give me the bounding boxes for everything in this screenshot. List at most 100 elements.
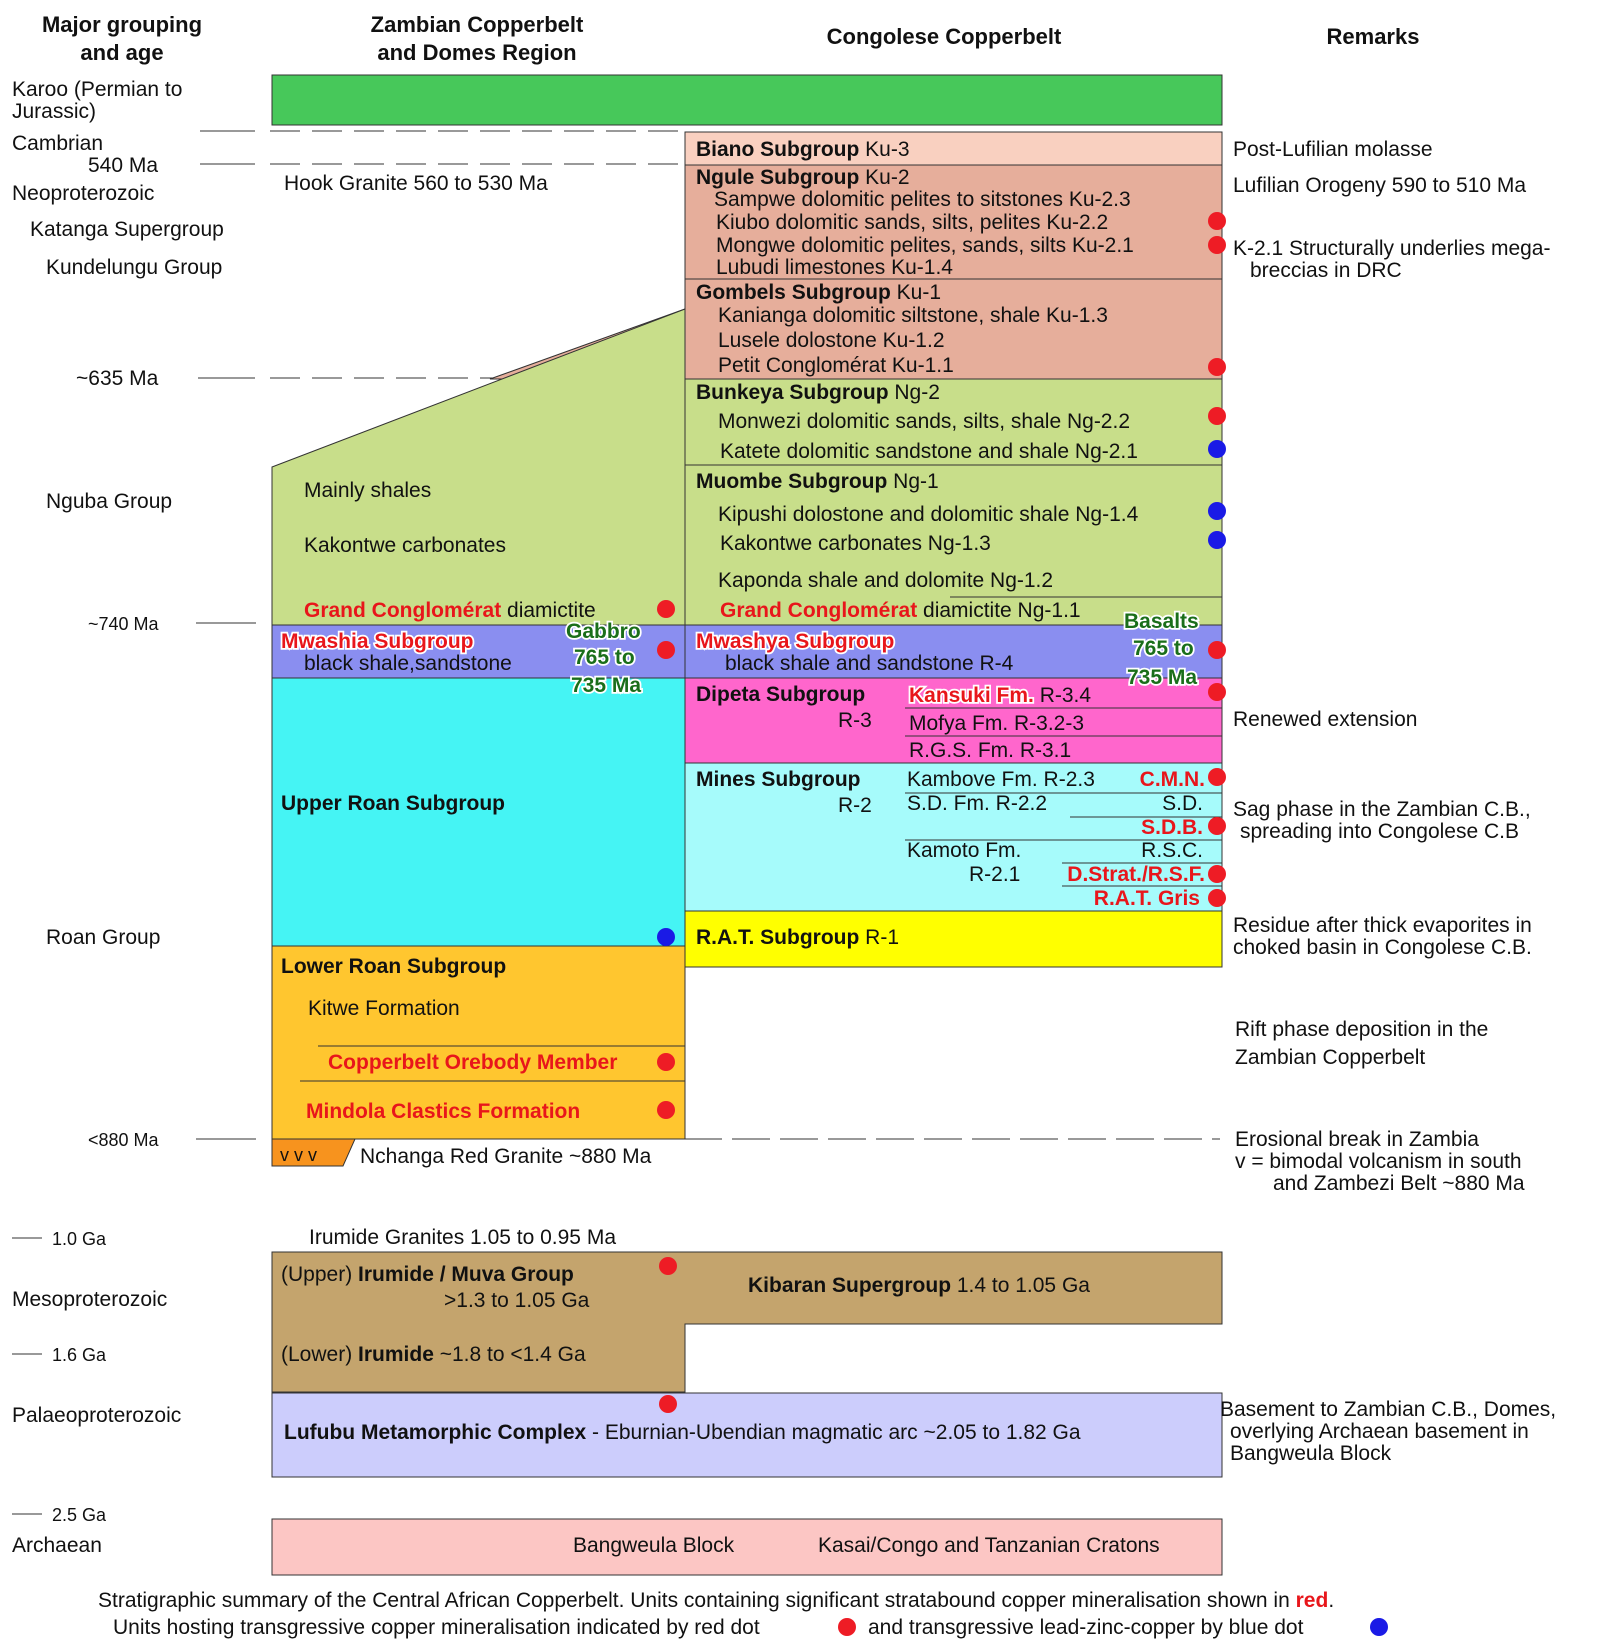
age-archaean: Archaean (12, 1534, 102, 1557)
red-dot-sdb (1208, 817, 1226, 835)
header-congolese: Congolese Copperbelt (827, 24, 1062, 49)
remark-k21-line2: breccias in DRC (1250, 259, 1402, 282)
irumide-kibaran-block (271, 1251, 1223, 1393)
congolese-mwashya-block (684, 624, 1223, 679)
muombe-unit-1: Kipushi dolostone and dolomitic shale Ng… (718, 503, 1139, 526)
mofya-fm: Mofya Fm. R-3.2-3 (909, 712, 1084, 735)
red-dot-kiubo (1208, 212, 1226, 230)
biano-subgroup-label: Biano Subgroup Ku-3 (696, 138, 910, 161)
biano-subgroup-block (684, 131, 1223, 166)
age-roan: Roan Group (46, 926, 160, 949)
header-grouping-line1: Major grouping (42, 12, 202, 37)
red-dot-cmn (1208, 768, 1226, 786)
zambian-mwashia-desc: black shale,sandstone (304, 652, 512, 675)
dipeta-subgroup-code: R-3 (838, 709, 872, 732)
gabbro-age-1: 765 to (574, 646, 635, 669)
age-635ma: ~635 Ma (76, 367, 159, 390)
bunkeya-subgroup-label: Bunkeya Subgroup Ng-2 (696, 381, 940, 404)
upper-irumide-label: (Upper) Irumide / Muva Group (281, 1263, 574, 1286)
gombela-unit-3: Petit Conglomérat Ku-1.1 (718, 354, 954, 377)
age-karoo-line1: Karoo (Permian to (12, 78, 182, 101)
caption-line2-part2: and transgressive lead-zinc-copper by bl… (868, 1616, 1304, 1639)
cmn-label: C.M.N. (1140, 768, 1205, 791)
header-zambian-line2: and Domes Region (377, 40, 576, 65)
caption-line2-part1: Units hosting transgressive copper miner… (113, 1616, 760, 1639)
lower-roan-label: Lower Roan Subgroup (281, 955, 506, 978)
blue-dot-kakontwe (1208, 531, 1226, 549)
lufubu-block (271, 1392, 1223, 1478)
upper-irumide-age: >1.3 to 1.05 Ga (444, 1289, 590, 1312)
ngule-unit-2: Kiubo dolomitic sands, silts, pelites Ku… (716, 211, 1108, 234)
kitwe-formation: Kitwe Formation (308, 997, 460, 1020)
remark-sag-line2: spreading into Congolese C.B (1240, 820, 1519, 843)
bangweulu-block (271, 1518, 1223, 1576)
age-cambrian: Cambrian (12, 132, 103, 155)
irumide-granites: Irumide Granites 1.05 to 0.95 Ma (309, 1226, 616, 1249)
remark-rift-line1: Rift phase deposition in the (1235, 1018, 1488, 1041)
age-neoproterozoic: Neoproterozoic (12, 182, 154, 205)
mines-subgroup-name: Mines Subgroup (696, 768, 861, 791)
kamoto-code: R-2.1 (969, 863, 1020, 886)
remark-basement-line3: Bangweula Block (1230, 1442, 1392, 1465)
age-540ma: 540 Ma (88, 154, 158, 177)
gabbro-age-2: 735 Ma (571, 674, 641, 697)
age-kundelungu: Kundelungu Group (46, 256, 222, 279)
age-palaeoproterozoic: Palaeoproterozoic (12, 1404, 181, 1427)
kibaran-supergroup-label: Kibaran Supergroup 1.4 to 1.05 Ga (748, 1274, 1090, 1297)
red-dot-petit-conglomerat (1208, 358, 1226, 376)
hook-granite: Hook Granite 560 to 530 Ma (284, 172, 548, 195)
copperbelt-orebody-member: Copperbelt Orebody Member (328, 1051, 617, 1074)
red-dot-upper-irumide (659, 1257, 677, 1275)
age-880ma: <880 Ma (88, 1130, 160, 1150)
header-remarks: Remarks (1327, 24, 1420, 49)
zambian-nguba-block (271, 308, 686, 626)
red-dot-orebody-member (657, 1053, 675, 1071)
zambian-mwashia-name: Mwashia Subgroup (281, 630, 474, 653)
remark-rift-line2: Zambian Copperbelt (1235, 1046, 1425, 1069)
zambian-kakontwe: Kakontwe carbonates (304, 534, 506, 557)
volcanic-symbols: v v v (280, 1145, 317, 1165)
blue-dot-upper-roan (657, 928, 675, 946)
nchanga-granite: Nchanga Red Granite ~880 Ma (360, 1145, 652, 1168)
red-dot-lufubu (659, 1395, 677, 1413)
age-1-6ga: 1.6 Ga (52, 1345, 107, 1365)
dipeta-subgroup-block (684, 677, 1223, 764)
basalts-label: Basalts (1124, 610, 1199, 633)
red-dot-kansuki (1208, 683, 1226, 701)
remark-erosional-line1: Erosional break in Zambia (1235, 1128, 1479, 1151)
legend-red-dot-icon (838, 1618, 856, 1636)
ngule-unit-1: Sampwe dolomitic pelites to sitstones Ku… (714, 188, 1131, 211)
red-dot-monwezi (1208, 407, 1226, 425)
age-mesoproterozoic: Mesoproterozoic (12, 1288, 167, 1311)
congo-mwashya-desc: black shale and sandstone R-4 (725, 652, 1014, 675)
rat-gris-label: R.A.T. Gris (1094, 887, 1200, 910)
lower-roan-block (271, 945, 686, 1140)
rat-subgroup-block (684, 910, 1223, 968)
header-zambian-line1: Zambian Copperbelt (371, 12, 584, 37)
gombela-unit-2: Lusele dolostone Ku-1.2 (718, 329, 945, 352)
gombela-subgroup-block (684, 278, 1223, 380)
ngule-unit-4: Lubudi limestones Ku-1.4 (716, 256, 953, 279)
legend-blue-dot-icon (1370, 1618, 1388, 1636)
red-dot-rat-gris (1208, 889, 1226, 907)
upper-roan-label: Upper Roan Subgroup (281, 792, 505, 815)
lower-irumide-label: (Lower) Irumide ~1.8 to <1.4 Ga (281, 1343, 586, 1366)
sd-label: S.D. (1162, 792, 1203, 815)
red-dot-zambian-mwashia (657, 641, 675, 659)
congo-mwashya-name: Mwashya Subgroup (696, 630, 894, 653)
remark-k21-line1: K-2.1 Structurally underlies mega- (1233, 237, 1550, 260)
bangweulu-block-label: Bangweula Block (573, 1534, 735, 1557)
kansuki-fm: Kansuki Fm. R-3.4 (909, 684, 1091, 707)
rgs-fm: R.G.S. Fm. R-3.1 (909, 739, 1071, 762)
remark-sag-line1: Sag phase in the Zambian C.B., (1233, 798, 1531, 821)
muombe-unit-3: Kaponda shale and dolomite Ng-1.2 (718, 569, 1053, 592)
upper-roan-block (271, 677, 686, 947)
mainly-shales: Mainly shales (304, 479, 431, 502)
kambove-fm: Kambove Fm. R-2.3 (907, 768, 1095, 791)
congo-grand-conglomerat: Grand Conglomérat diamictite Ng-1.1 (720, 599, 1081, 622)
gabbro-label: Gabbro (566, 620, 641, 643)
dipeta-subgroup-name: Dipeta Subgroup (696, 683, 865, 706)
mindola-clastics-formation: Mindola Clastics Formation (306, 1100, 580, 1123)
basalts-age-2: 735 Ma (1127, 666, 1197, 689)
remark-lufilian-orogeny: Lufilian Orogeny 590 to 510 Ma (1233, 174, 1526, 197)
